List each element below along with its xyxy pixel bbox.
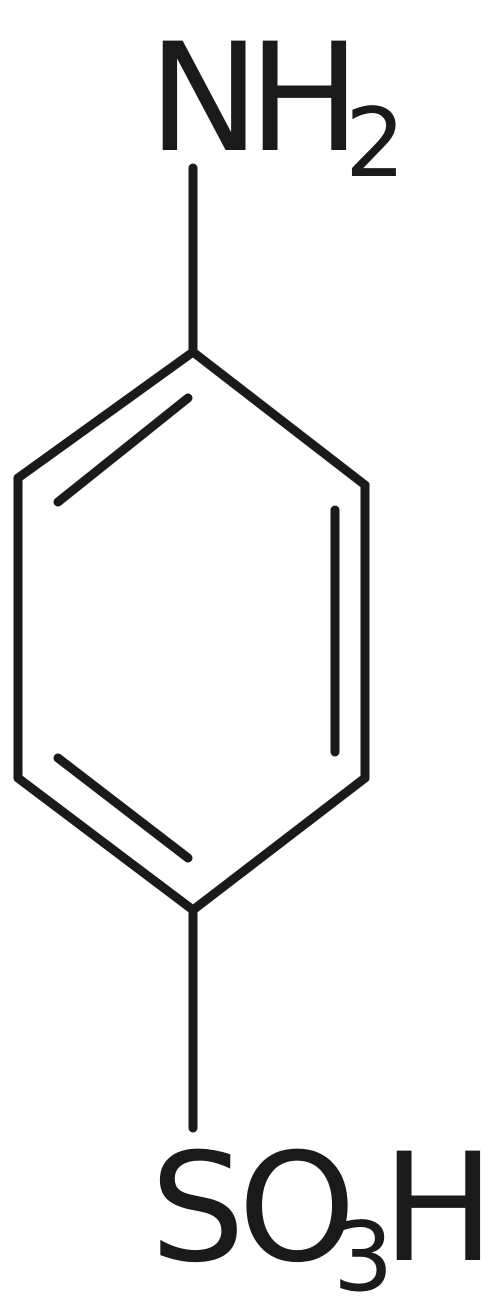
ring-bond-bottom-left xyxy=(13,773,198,915)
ring-bond-top-right xyxy=(188,347,370,490)
double-bond-inner-top-left xyxy=(53,393,193,507)
sulfonic-subscript: 3 xyxy=(333,1203,393,1298)
amine-subscript: 2 xyxy=(345,89,405,199)
amine-hydrogen-label: H xyxy=(248,12,361,186)
ring-bond-bottom-right xyxy=(188,773,370,915)
sulfonic-sulfur-label: S xyxy=(150,1122,245,1296)
ring-bond-top-left xyxy=(13,347,198,483)
double-bond-inner-bottom-left xyxy=(53,753,193,863)
sulfonic-oxygen-label: O xyxy=(238,1122,356,1296)
sulfonic-hydrogen-label: H xyxy=(382,1122,481,1296)
amine-nitrogen-label: N xyxy=(148,12,260,186)
